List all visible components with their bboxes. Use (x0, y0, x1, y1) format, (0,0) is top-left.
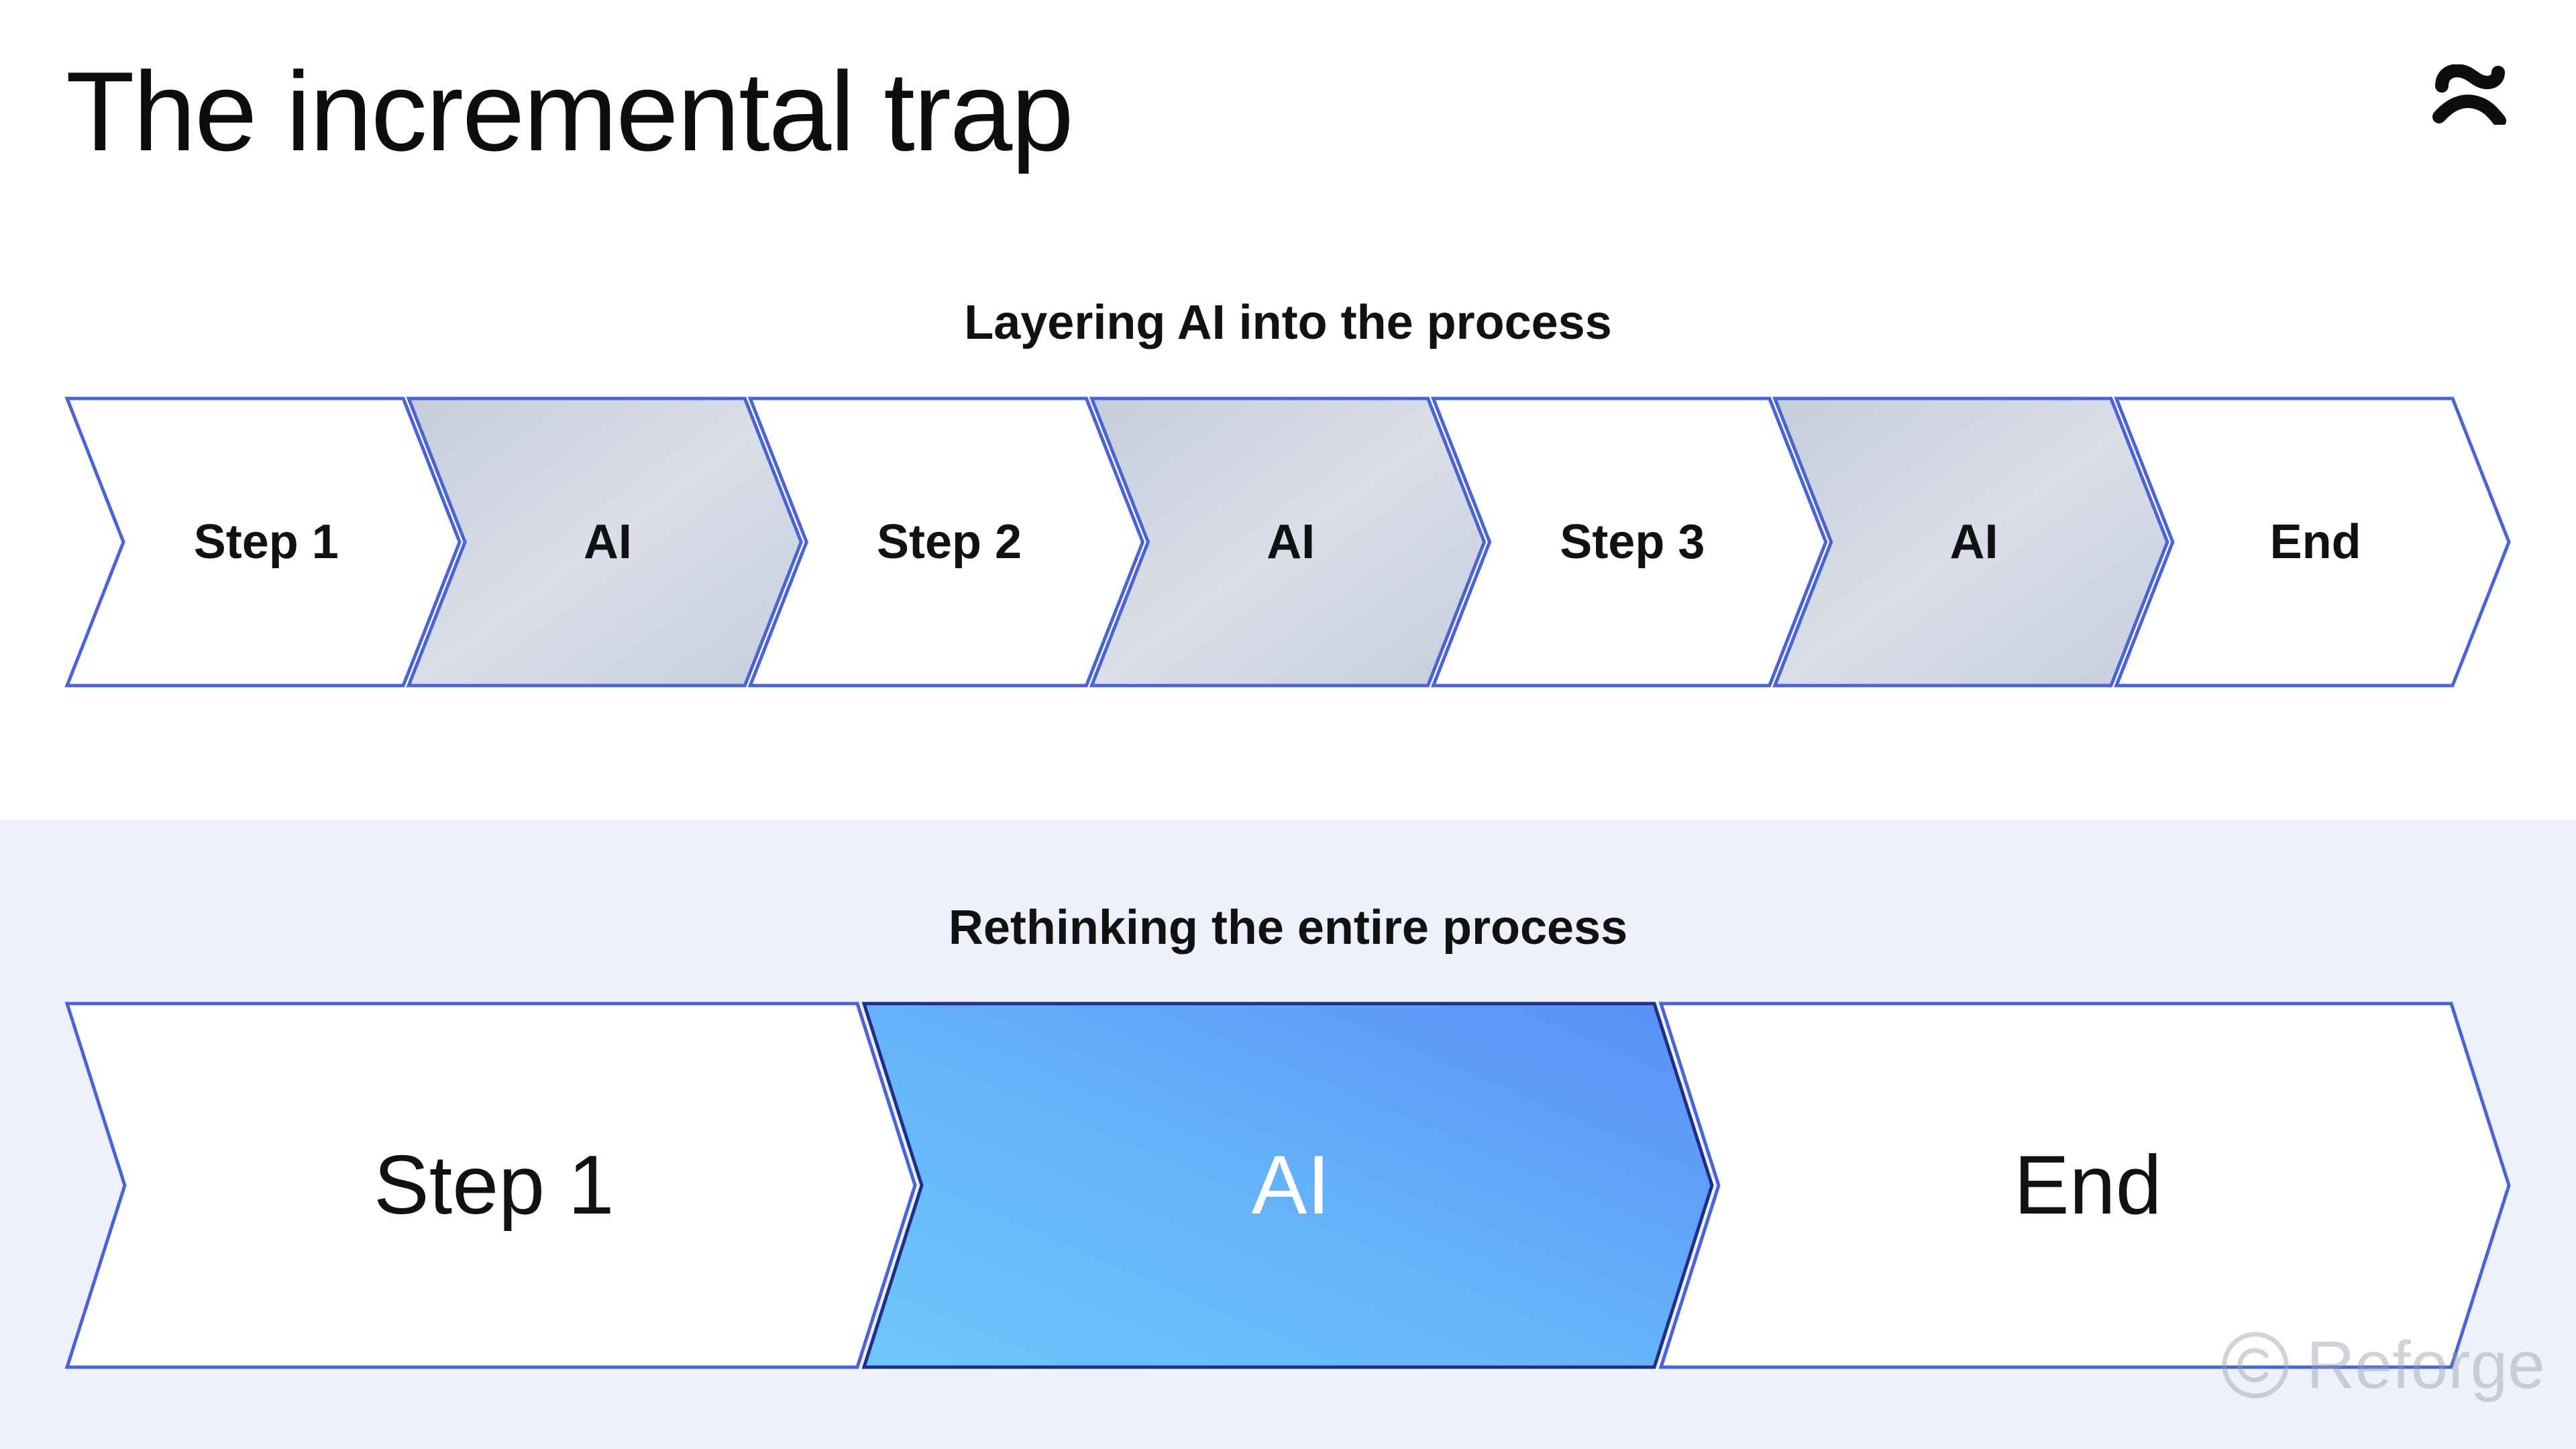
chevron-label: Step 1 (374, 1139, 614, 1232)
rethinking-heading: Rethinking the entire process (948, 901, 1628, 955)
watermark-label: Reforge (2306, 1327, 2545, 1403)
chevron-step-1: Step 1 (64, 1002, 917, 1369)
chevron-label: AI (1267, 515, 1315, 569)
chevron-label: Step 1 (194, 515, 339, 569)
chevron-label: AI (1949, 515, 1998, 569)
layering-heading: Layering AI into the process (964, 296, 1612, 350)
reforge-watermark: Reforge (2220, 1327, 2545, 1403)
chevron-end: End (2114, 396, 2511, 688)
chevron-ai: AI (406, 396, 803, 688)
chevron-label: Step 3 (1560, 515, 1705, 569)
chevron-shape (64, 396, 462, 688)
chevron-shape (1430, 396, 1828, 688)
chevron-step-2: Step 2 (747, 396, 1145, 688)
page-title: The incremental trap (66, 48, 1074, 174)
chevron-label: End (2270, 515, 2361, 569)
chevron-ai: AI (861, 1002, 1714, 1369)
chevron-shape (747, 396, 1145, 688)
chevron-ai: AI (1089, 396, 1487, 688)
chevron-label: AI (1252, 1139, 1330, 1232)
chevron-shape (1772, 396, 2169, 688)
layered-process-row: Step 1 AI Step 2 AI Step 3 AI End (64, 396, 2511, 688)
chevron-shape (2114, 396, 2511, 688)
chevron-ai: AI (1772, 396, 2169, 688)
copyright-icon (2222, 1332, 2289, 1399)
chevron-step-3: Step 3 (1430, 396, 1828, 688)
chevron-label: AI (584, 515, 632, 569)
chevron-shape (1089, 396, 1487, 688)
chevron-label: Step 2 (877, 515, 1022, 569)
chevron-shape (64, 1002, 917, 1369)
chevron-shape (1658, 1002, 2511, 1369)
chevron-shape (861, 1002, 1714, 1369)
rethinking-process-row: Step 1 AI End (64, 1002, 2511, 1369)
chevron-step-1: Step 1 (64, 396, 462, 688)
chevron-label: End (2014, 1139, 2162, 1232)
chevron-end: End (1658, 1002, 2511, 1369)
reforge-logo-icon (2432, 64, 2506, 125)
chevron-shape (406, 396, 803, 688)
